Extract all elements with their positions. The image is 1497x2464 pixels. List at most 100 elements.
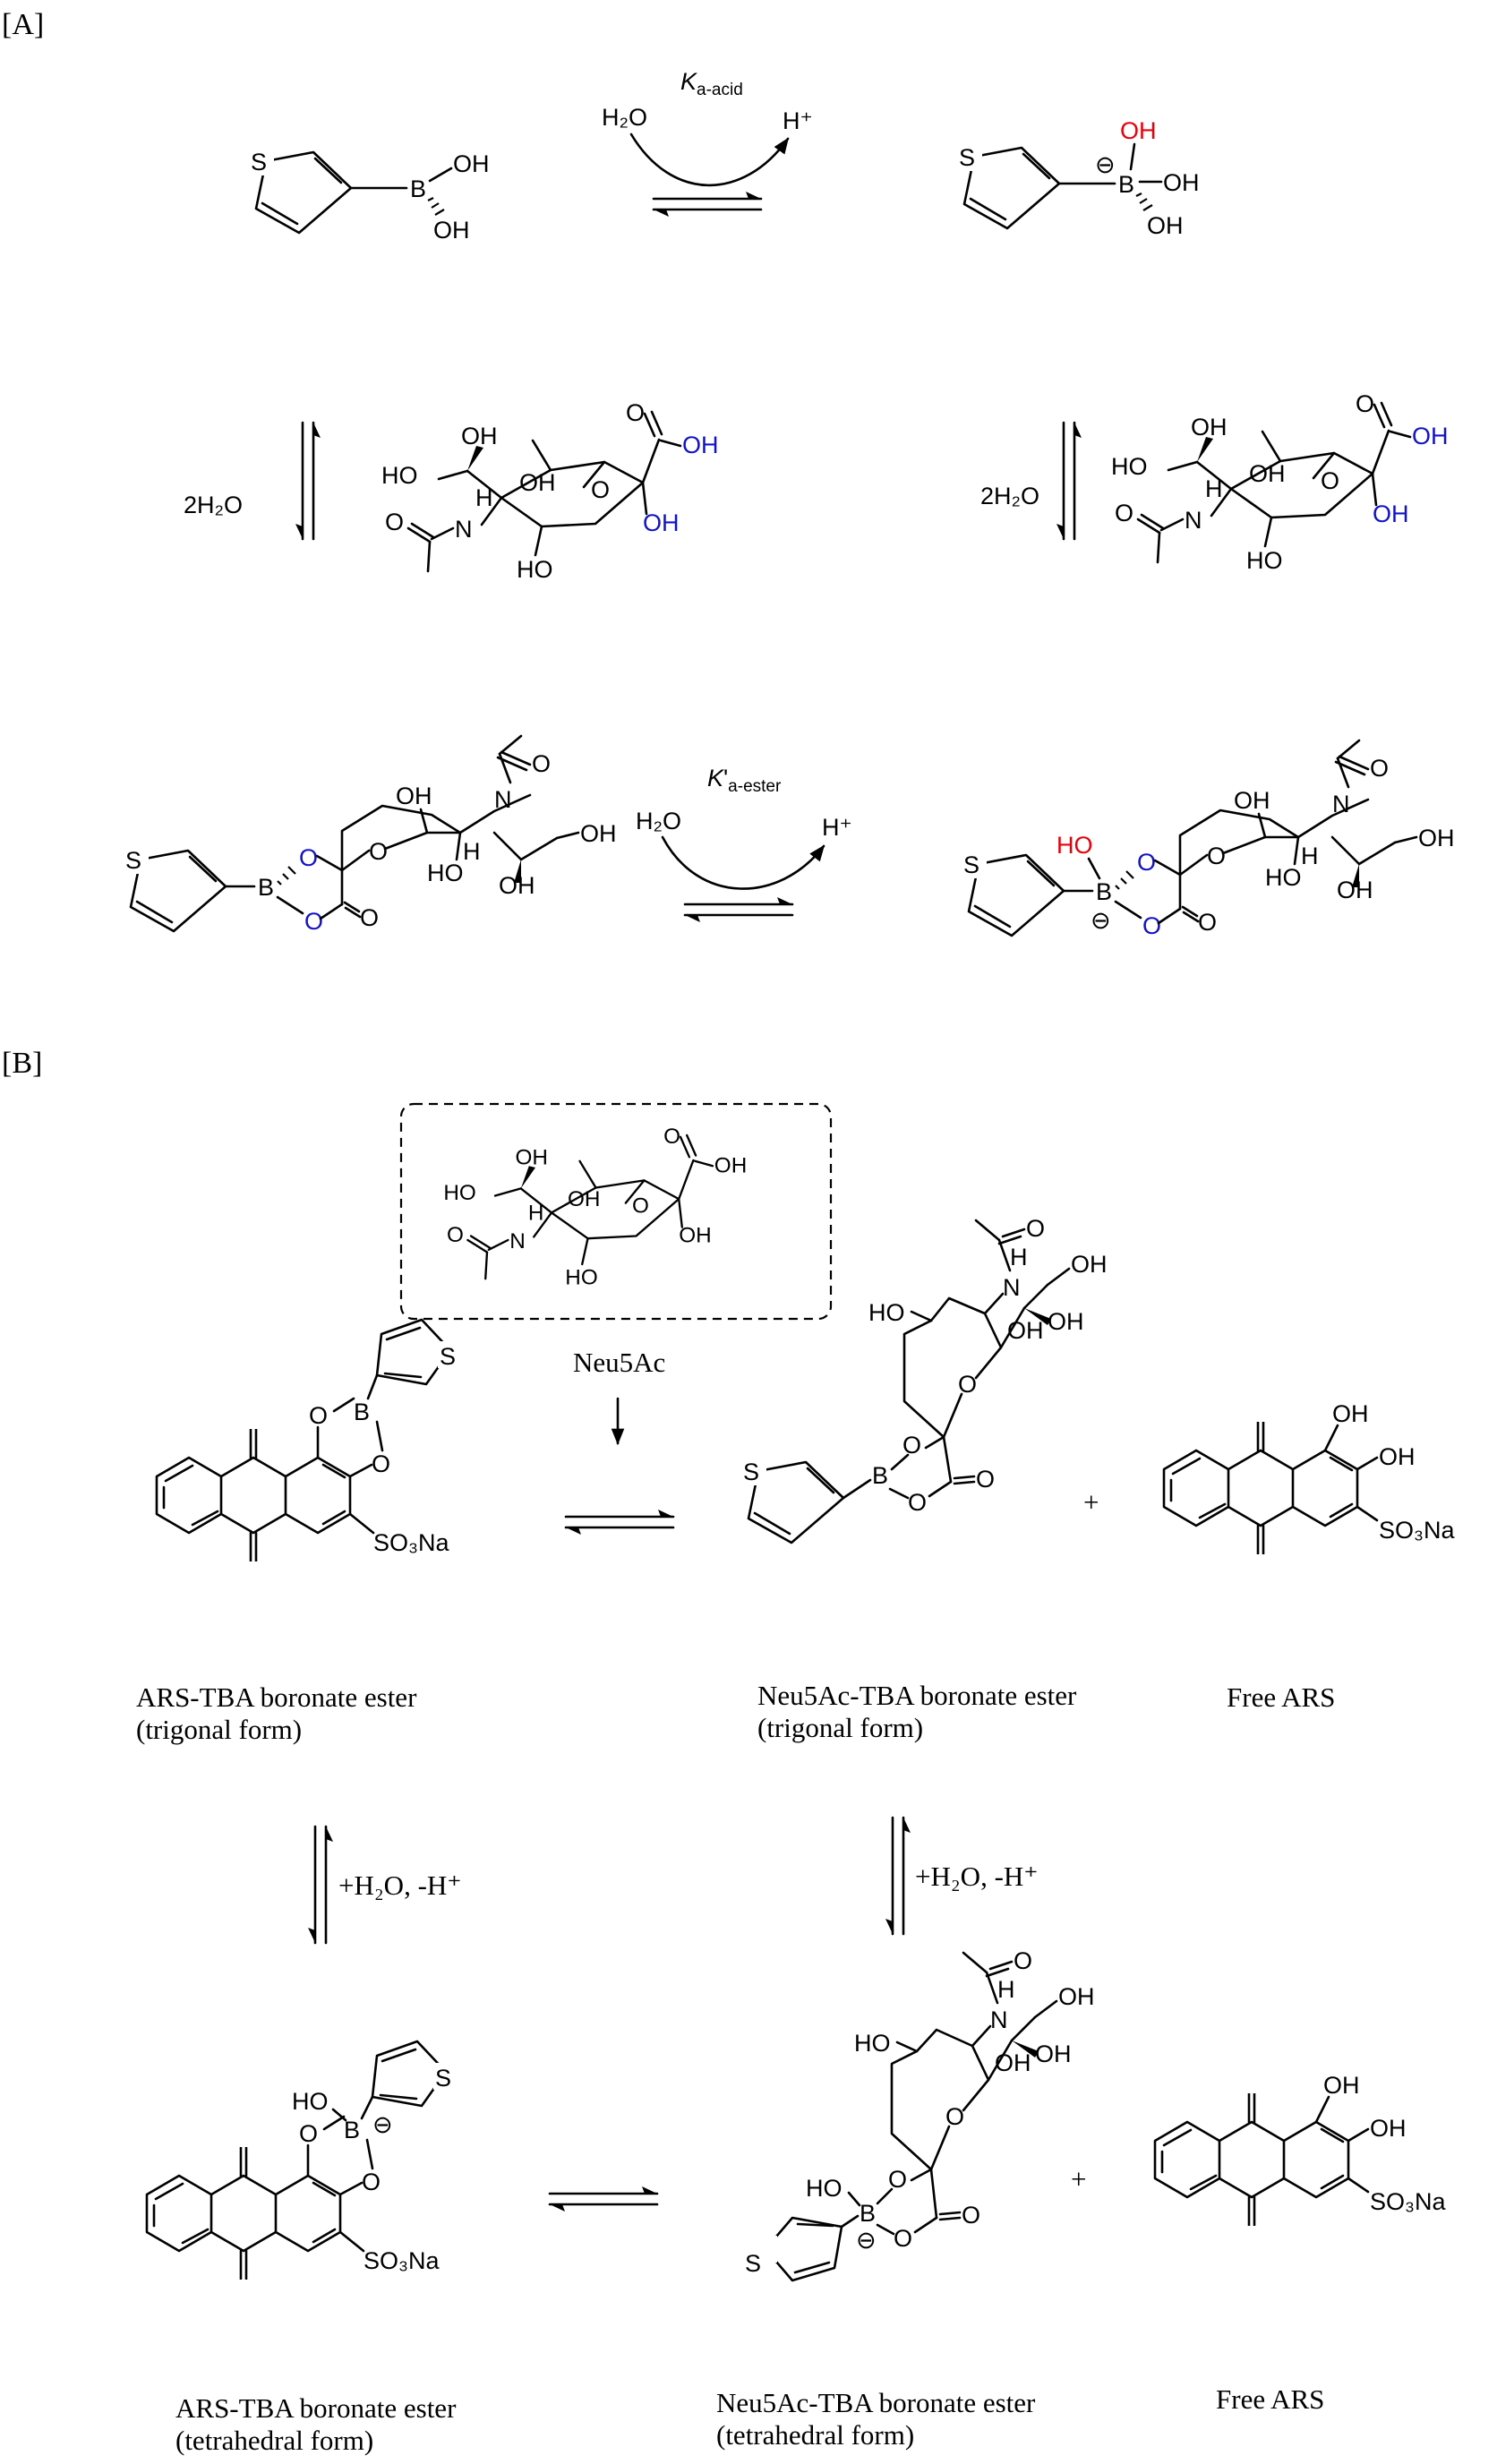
caption-neu-trigonal-line1: Neu5Ac-TBA boronate ester — [757, 1680, 1077, 1711]
thiophene-boronate-tetrahedral: S B ⊖ OH OH OH — [955, 117, 1200, 239]
hydroxyl-group: OH — [1147, 212, 1184, 239]
free-ars-molecule: OH OH SO₃Na — [1153, 2065, 1447, 2254]
hydroxyl-group: HO — [443, 1181, 475, 1205]
carbonyl-oxygen: O — [1370, 755, 1389, 782]
nitrogen-atom: N — [1003, 1274, 1021, 1301]
ester-oxygen: O — [1142, 912, 1161, 939]
neu5ac-highlight-box — [399, 1102, 833, 1321]
sulfur-atom: S — [440, 1343, 456, 1370]
carbonyl-oxygen: O — [626, 399, 645, 426]
ester-oxygen: O — [902, 1432, 921, 1459]
caption-free-ars: Free ARS — [1216, 2383, 1324, 2415]
hydroxyl-group: HO — [381, 462, 418, 489]
hydroxyl-group: HO — [806, 2175, 843, 2202]
free-ars-molecule: OH OH SO₃Na — [1162, 1393, 1456, 1583]
negative-charge: ⊖ — [1095, 151, 1116, 178]
hydroxyl-group: OH — [1035, 2040, 1072, 2067]
caption-neu-tetra-line2: (tetrahedral form) — [716, 2419, 914, 2451]
hydration-equilibrium-left — [306, 1825, 335, 1945]
hydrogen-atom: H — [528, 1202, 544, 1226]
sulfonate-group: SO₃Na — [1379, 1517, 1456, 1544]
hydroxyl-group: OH — [1323, 2072, 1360, 2099]
sulfur-atom: S — [963, 851, 979, 878]
carbonyl-oxygen: O — [1115, 500, 1133, 526]
nitrogen-atom: N — [1185, 507, 1202, 534]
ester-oxygen: O — [309, 1402, 328, 1429]
hydroxyl-group: OH — [1332, 1400, 1369, 1427]
boron-atom: B — [258, 874, 274, 901]
two-water-left: 2H₂O — [184, 492, 243, 518]
proton-label: H⁺ — [783, 107, 813, 134]
boron-atom: B — [344, 2117, 360, 2143]
sulfur-atom: S — [125, 847, 141, 874]
hydroxyl-group: HO — [427, 860, 464, 886]
nitrogen-atom: N — [1332, 791, 1350, 817]
hydroxyl-group: HO — [292, 2088, 329, 2115]
hydroxyl-group: OH — [1379, 1443, 1416, 1470]
sulfur-atom: S — [745, 2250, 761, 2277]
carbonyl-oxygen: O — [1026, 1215, 1045, 1242]
caption-neu-trigonal-line2: (trigonal form) — [757, 1712, 923, 1743]
caption-ars-tetra-line1: ARS-TBA boronate ester — [175, 2392, 457, 2424]
sulfur-atom: S — [959, 144, 975, 171]
anomeric-hydroxyl: OH — [679, 1224, 711, 1248]
ester-exchange-equilibrium — [564, 1508, 675, 1536]
hydroxyl-group: OH — [1249, 460, 1286, 487]
caption-neu-tetra-line1: Neu5Ac-TBA boronate ester — [716, 2387, 1036, 2418]
hydration-label-right: +H₂O, -H⁺ — [915, 1861, 1039, 1892]
nitrogen-atom: N — [455, 516, 473, 543]
negative-charge: ⊖ — [1091, 907, 1111, 934]
carbonyl-oxygen: O — [447, 1223, 464, 1247]
hydroxyl-group: OH — [1234, 787, 1270, 814]
hydroxyl-group: HO — [517, 556, 553, 583]
nitrogen-atom: N — [494, 786, 512, 813]
hydrogen-atom: H — [1301, 843, 1319, 869]
anomeric-hydroxyl: OH — [643, 509, 680, 536]
hydroxyl-group: OH — [516, 1145, 548, 1169]
hydroxyl-group: OH — [1418, 825, 1455, 851]
ester-oxygen: O — [372, 1450, 390, 1477]
panel-label-b: [B] — [2, 1047, 42, 1080]
carbonyl-oxygen: O — [1356, 390, 1374, 417]
carbonyl-oxygen: O — [385, 509, 404, 535]
hydroxyl-group: OH — [1163, 169, 1200, 196]
neu5ac-label: Neu5Ac — [573, 1347, 665, 1378]
caption-ars-trigonal-line2: (trigonal form) — [136, 1714, 302, 1745]
carbonyl-oxygen: O — [360, 904, 379, 931]
nitrogen-atom: N — [509, 1229, 526, 1253]
boron-atom: B — [1118, 171, 1134, 198]
hydroxyl-group: OH — [1058, 1983, 1095, 2010]
boron-atom: B — [354, 1399, 370, 1425]
neu5ac-tba-ester-trigonal: S B O O O O HO N H O OH OH OH — [740, 1215, 1108, 1544]
hydroxyl-group: OH — [580, 820, 617, 847]
anomeric-hydroxyl: OH — [1373, 500, 1409, 527]
two-water-right: 2H₂O — [980, 483, 1039, 509]
sulfonate-group: SO₃Na — [373, 1529, 450, 1556]
hydroxyl-group: OH — [1007, 1317, 1044, 1344]
caption-ars-trigonal-line1: ARS-TBA boronate ester — [136, 1681, 417, 1713]
ester-oxygen: O — [894, 2225, 912, 2252]
thiophene-boronic-acid-trigonal: S B OH OH — [247, 147, 490, 244]
ring-oxygen: O — [958, 1371, 977, 1398]
hydrogen-atom: H — [1205, 475, 1223, 502]
sulfur-atom: S — [251, 149, 267, 175]
hydroxyl-group: OH — [461, 423, 498, 449]
hydrogen-atom: H — [475, 484, 493, 511]
hydroxyl-group: HO — [1265, 864, 1302, 891]
hydrogen-atom: H — [1010, 1244, 1028, 1270]
ester-oxygen: O — [299, 844, 318, 871]
hydroxide-group: OH — [1120, 117, 1157, 144]
carbonyl-oxygen: O — [1014, 1947, 1032, 1974]
carboxyl-hydroxyl: OH — [1412, 423, 1449, 449]
neu5ac-tba-ester-tetrahedral: S B ⊖ HO O O O O HO N H O OH OH OH — [745, 1947, 1095, 2282]
hydroxyl-group: OH — [396, 783, 432, 809]
boron-atom: B — [860, 2200, 876, 2227]
ester-oxygen: O — [888, 2166, 907, 2193]
plus-sign: + — [1071, 2163, 1086, 2194]
sulfur-atom: S — [743, 1459, 759, 1485]
ester-exchange-equilibrium — [548, 2185, 659, 2213]
hydroxyl-group: OH — [1370, 2115, 1407, 2142]
hydrogen-atom: H — [997, 1976, 1015, 2003]
boron-atom: B — [872, 1462, 888, 1489]
hydroxyl-group: HO — [1246, 547, 1283, 574]
